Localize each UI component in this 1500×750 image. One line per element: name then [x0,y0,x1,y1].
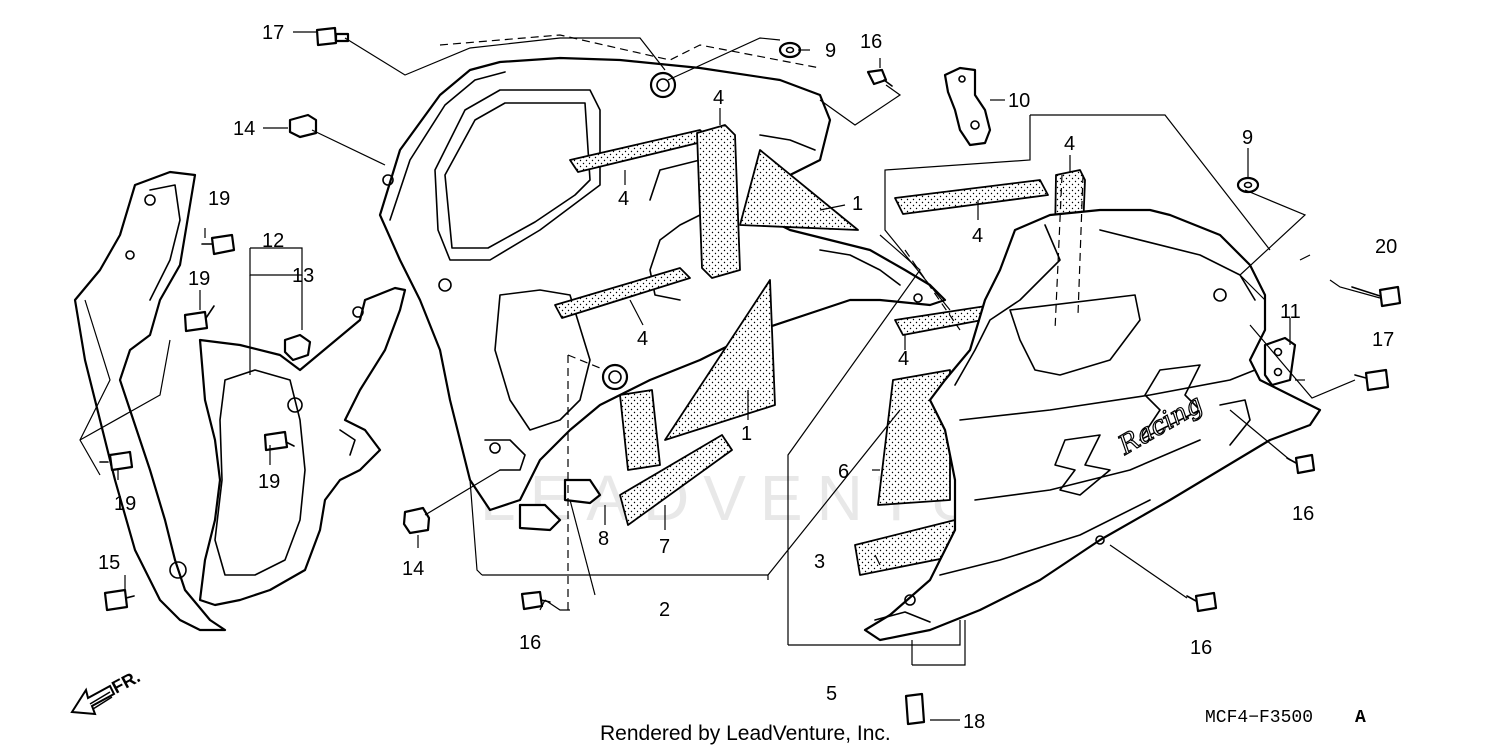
clip-13 [283,333,312,362]
pad-7 [619,434,733,526]
callout-19-b: 19 [188,268,210,290]
bracket-10 [943,66,992,147]
callout-4-b: 4 [618,188,629,210]
callout-19-a: 19 [208,188,230,210]
callout-6: 6 [838,461,849,483]
callout-4-d: 4 [1064,133,1075,155]
callout-11: 11 [1280,301,1301,323]
callout-4-a: 4 [713,87,724,109]
callout-13: 13 [292,265,314,287]
front-direction-indicator: FR. [70,666,143,716]
pad-8 [619,389,661,471]
callout-4-f: 4 [898,348,909,370]
front-arrow-icon [70,684,116,716]
callout-17-right: 17 [1372,329,1394,351]
callout-4-e: 4 [972,225,983,247]
callout-16-bottom-right: 16 [1190,637,1212,659]
callout-8: 8 [598,528,609,550]
callout-5: 5 [826,683,837,705]
callout-16-top: 16 [860,31,882,53]
callout-3: 3 [814,551,825,573]
foam-strip-4b [696,124,741,279]
callout-10: 10 [1008,90,1030,112]
callout-18: 18 [963,711,985,733]
callout-16-right: 16 [1292,503,1314,525]
leader-lines [79,31,1381,721]
lower-cowl: Racing [863,208,1322,642]
callout-14-bottom: 14 [402,558,424,580]
grommet-plate-11 [1263,336,1297,387]
callout-9-right: 9 [1242,127,1253,149]
callout-12: 12 [262,230,284,252]
callout-19-c: 19 [258,471,280,493]
left-side-cover [73,170,227,632]
foam-strip-4c [554,267,691,319]
callout-4-c: 4 [637,328,648,350]
diagram-code: MCF4−F3500 [1205,708,1313,728]
fasteners [99,26,1402,726]
rendered-by-credit: Rendered by LeadVenture, Inc. [600,722,891,745]
callout-1-a: 1 [852,193,863,215]
callout-7: 7 [659,536,670,558]
callout-1-b: 1 [741,423,752,445]
callout-16-bottom-left: 16 [519,632,541,654]
callout-17-top: 17 [262,22,284,44]
foam-strip-4d [894,179,1049,215]
diagram-revision: A [1355,708,1366,728]
callout-9-top: 9 [825,40,836,62]
callout-20: 20 [1375,236,1397,258]
callout-19-d: 19 [114,493,136,515]
triangle-pad-1a [739,149,859,231]
callout-2: 2 [659,599,670,621]
left-inner-panel [198,286,407,607]
callout-15: 15 [98,552,120,574]
callout-14-top: 14 [233,118,255,140]
callout-numbers: 17 14 9 16 10 4 4 1 4 1 4 4 4 9 20 11 17… [98,22,1397,733]
washer-9 [778,41,1260,194]
